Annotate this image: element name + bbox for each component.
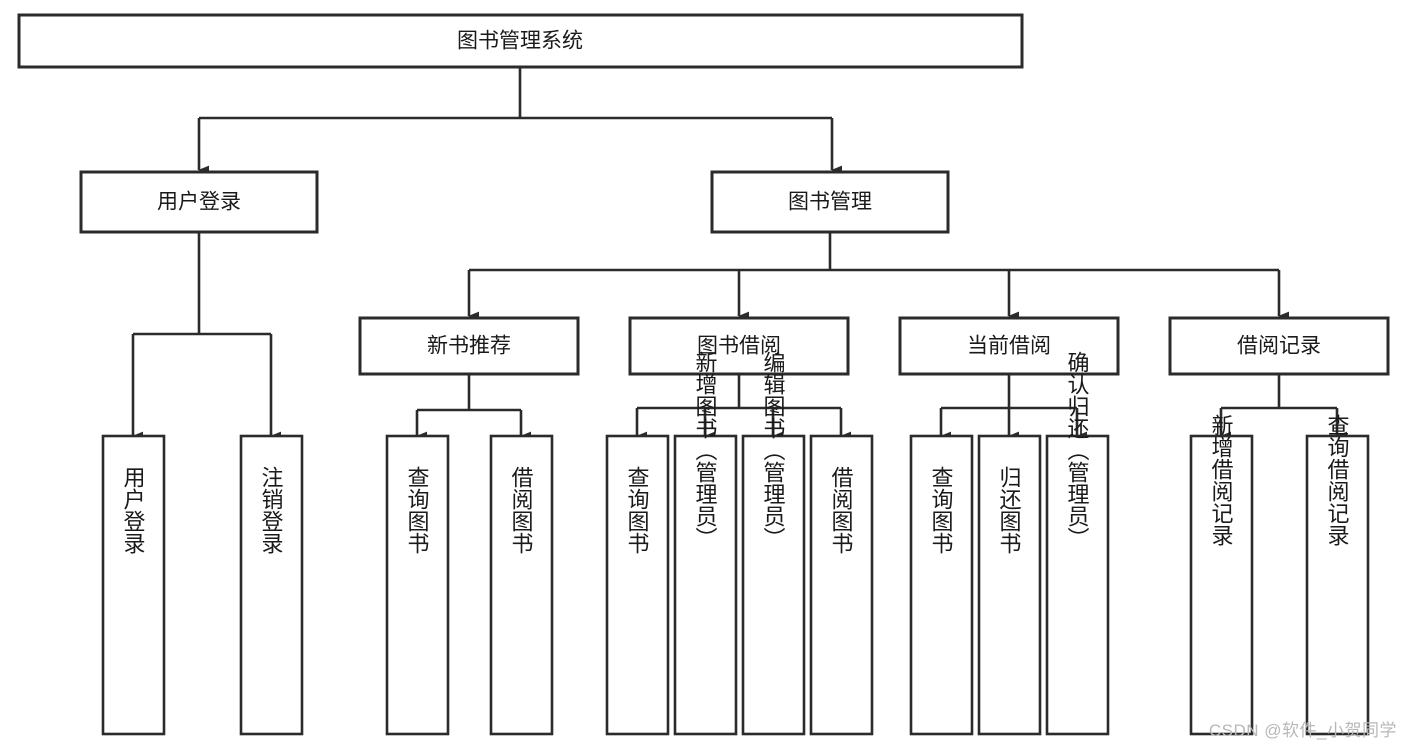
node-book-borrow-label: 图书借阅 [697,335,781,358]
leaf-query-book-3-box[interactable] [909,434,974,736]
leaf-borrow-book-1-label: 借阅图书 [509,466,534,554]
leaf-query-record[interactable]: 查询借阅记录 [1305,414,1370,736]
leaf-query-book-3[interactable]: 查询图书 [909,434,974,736]
leaf-borrow-book-2-box[interactable] [809,434,874,736]
node-new-book-recommend-box[interactable] [358,316,580,376]
node-user-login[interactable]: 用户登录 [79,170,319,234]
node-book-borrow[interactable]: 图书借阅 [628,316,850,376]
connector-borrow-record-to-leaves [1219,374,1348,441]
node-borrow-record[interactable]: 借阅记录 [1168,316,1390,376]
leaf-query-record-label: 查询借阅记录 [1325,414,1350,546]
node-current-borrow[interactable]: 当前借阅 [898,316,1120,376]
node-user-login-label: 用户登录 [157,191,241,214]
leaf-add-record[interactable]: 新增借阅记录 [1189,414,1254,736]
leaf-return-book[interactable]: 归还图书 [977,434,1042,736]
node-book-management[interactable]: 图书管理 [710,170,950,234]
leaf-return-book-box[interactable] [977,434,1042,736]
leaf-add-book-box[interactable] [673,434,738,736]
leaf-user-logout[interactable]: 注销登录 [239,434,304,736]
leaf-add-record-box[interactable] [1189,434,1254,736]
leaf-borrow-book-1[interactable]: 借阅图书 [489,434,554,736]
leaf-query-book-1[interactable]: 查询图书 [385,434,450,736]
leaf-borrow-book-1-box[interactable] [489,434,554,736]
connector-current-borrow-to-leaves [939,374,1088,441]
leaf-query-record-box[interactable] [1305,434,1370,736]
leaf-query-book-1-label: 查询图书 [405,466,430,554]
csdn-watermark: CSDN @软件_小贺同学 [1208,721,1397,740]
leaf-add-record-label: 新增借阅记录 [1209,414,1234,546]
leaf-query-book-2-label: 查询图书 [625,466,650,554]
node-current-borrow-box[interactable] [898,316,1120,376]
leaf-add-book-label: 新增图书（管理员） [693,351,718,549]
leaf-edit-book-label: 编辑图书（管理员） [761,351,786,549]
leaf-edit-book-box[interactable] [741,434,806,736]
leaf-confirm-return-box[interactable] [1045,434,1110,736]
leaf-user-logout-label: 注销登录 [259,466,284,554]
node-root-label: 图书管理系统 [457,30,583,53]
node-root[interactable]: 图书管理系统 [17,13,1024,69]
node-new-book-recommend[interactable]: 新书推荐 [358,316,580,376]
node-new-book-recommend-label: 新书推荐 [427,335,511,358]
leaf-query-book-1-box[interactable] [385,434,450,736]
leaf-query-book-2-box[interactable] [605,434,670,736]
node-book-management-box[interactable] [710,170,950,234]
leaf-query-book-2[interactable]: 查询图书 [605,434,670,736]
node-borrow-record-box[interactable] [1168,316,1390,376]
connector-book-management-to-level2 [467,232,1290,321]
leaf-query-book-3-label: 查询图书 [929,466,954,554]
node-book-management-label: 图书管理 [788,191,872,214]
connector-root-to-level1 [197,67,843,175]
connector-book-borrow-to-leaves [635,374,852,441]
leaf-borrow-book-2-label: 借阅图书 [829,466,854,554]
leaf-user-logout-box[interactable] [239,434,304,736]
leaf-confirm-return-label: 确认归还（管理员） [1065,351,1090,549]
leaf-user-login[interactable]: 用户登录 [101,434,166,736]
connector-user-login-to-leaves [131,232,282,441]
node-current-borrow-label: 当前借阅 [967,335,1051,358]
node-book-borrow-box[interactable] [628,316,850,376]
leaf-borrow-book-2[interactable]: 借阅图书 [809,434,874,736]
leaf-return-book-label: 归还图书 [997,466,1022,554]
leaf-user-login-label: 用户登录 [121,466,146,554]
node-root-box[interactable] [17,13,1024,69]
leaf-user-login-box[interactable] [101,434,166,736]
leaf-confirm-return[interactable]: 确认归还（管理员） [1045,351,1110,736]
connector-new-book-recommend-to-leaves [415,374,532,441]
leaf-edit-book[interactable]: 编辑图书（管理员） [741,351,806,736]
node-borrow-record-label: 借阅记录 [1237,335,1321,358]
leaf-add-book[interactable]: 新增图书（管理员） [673,351,738,736]
